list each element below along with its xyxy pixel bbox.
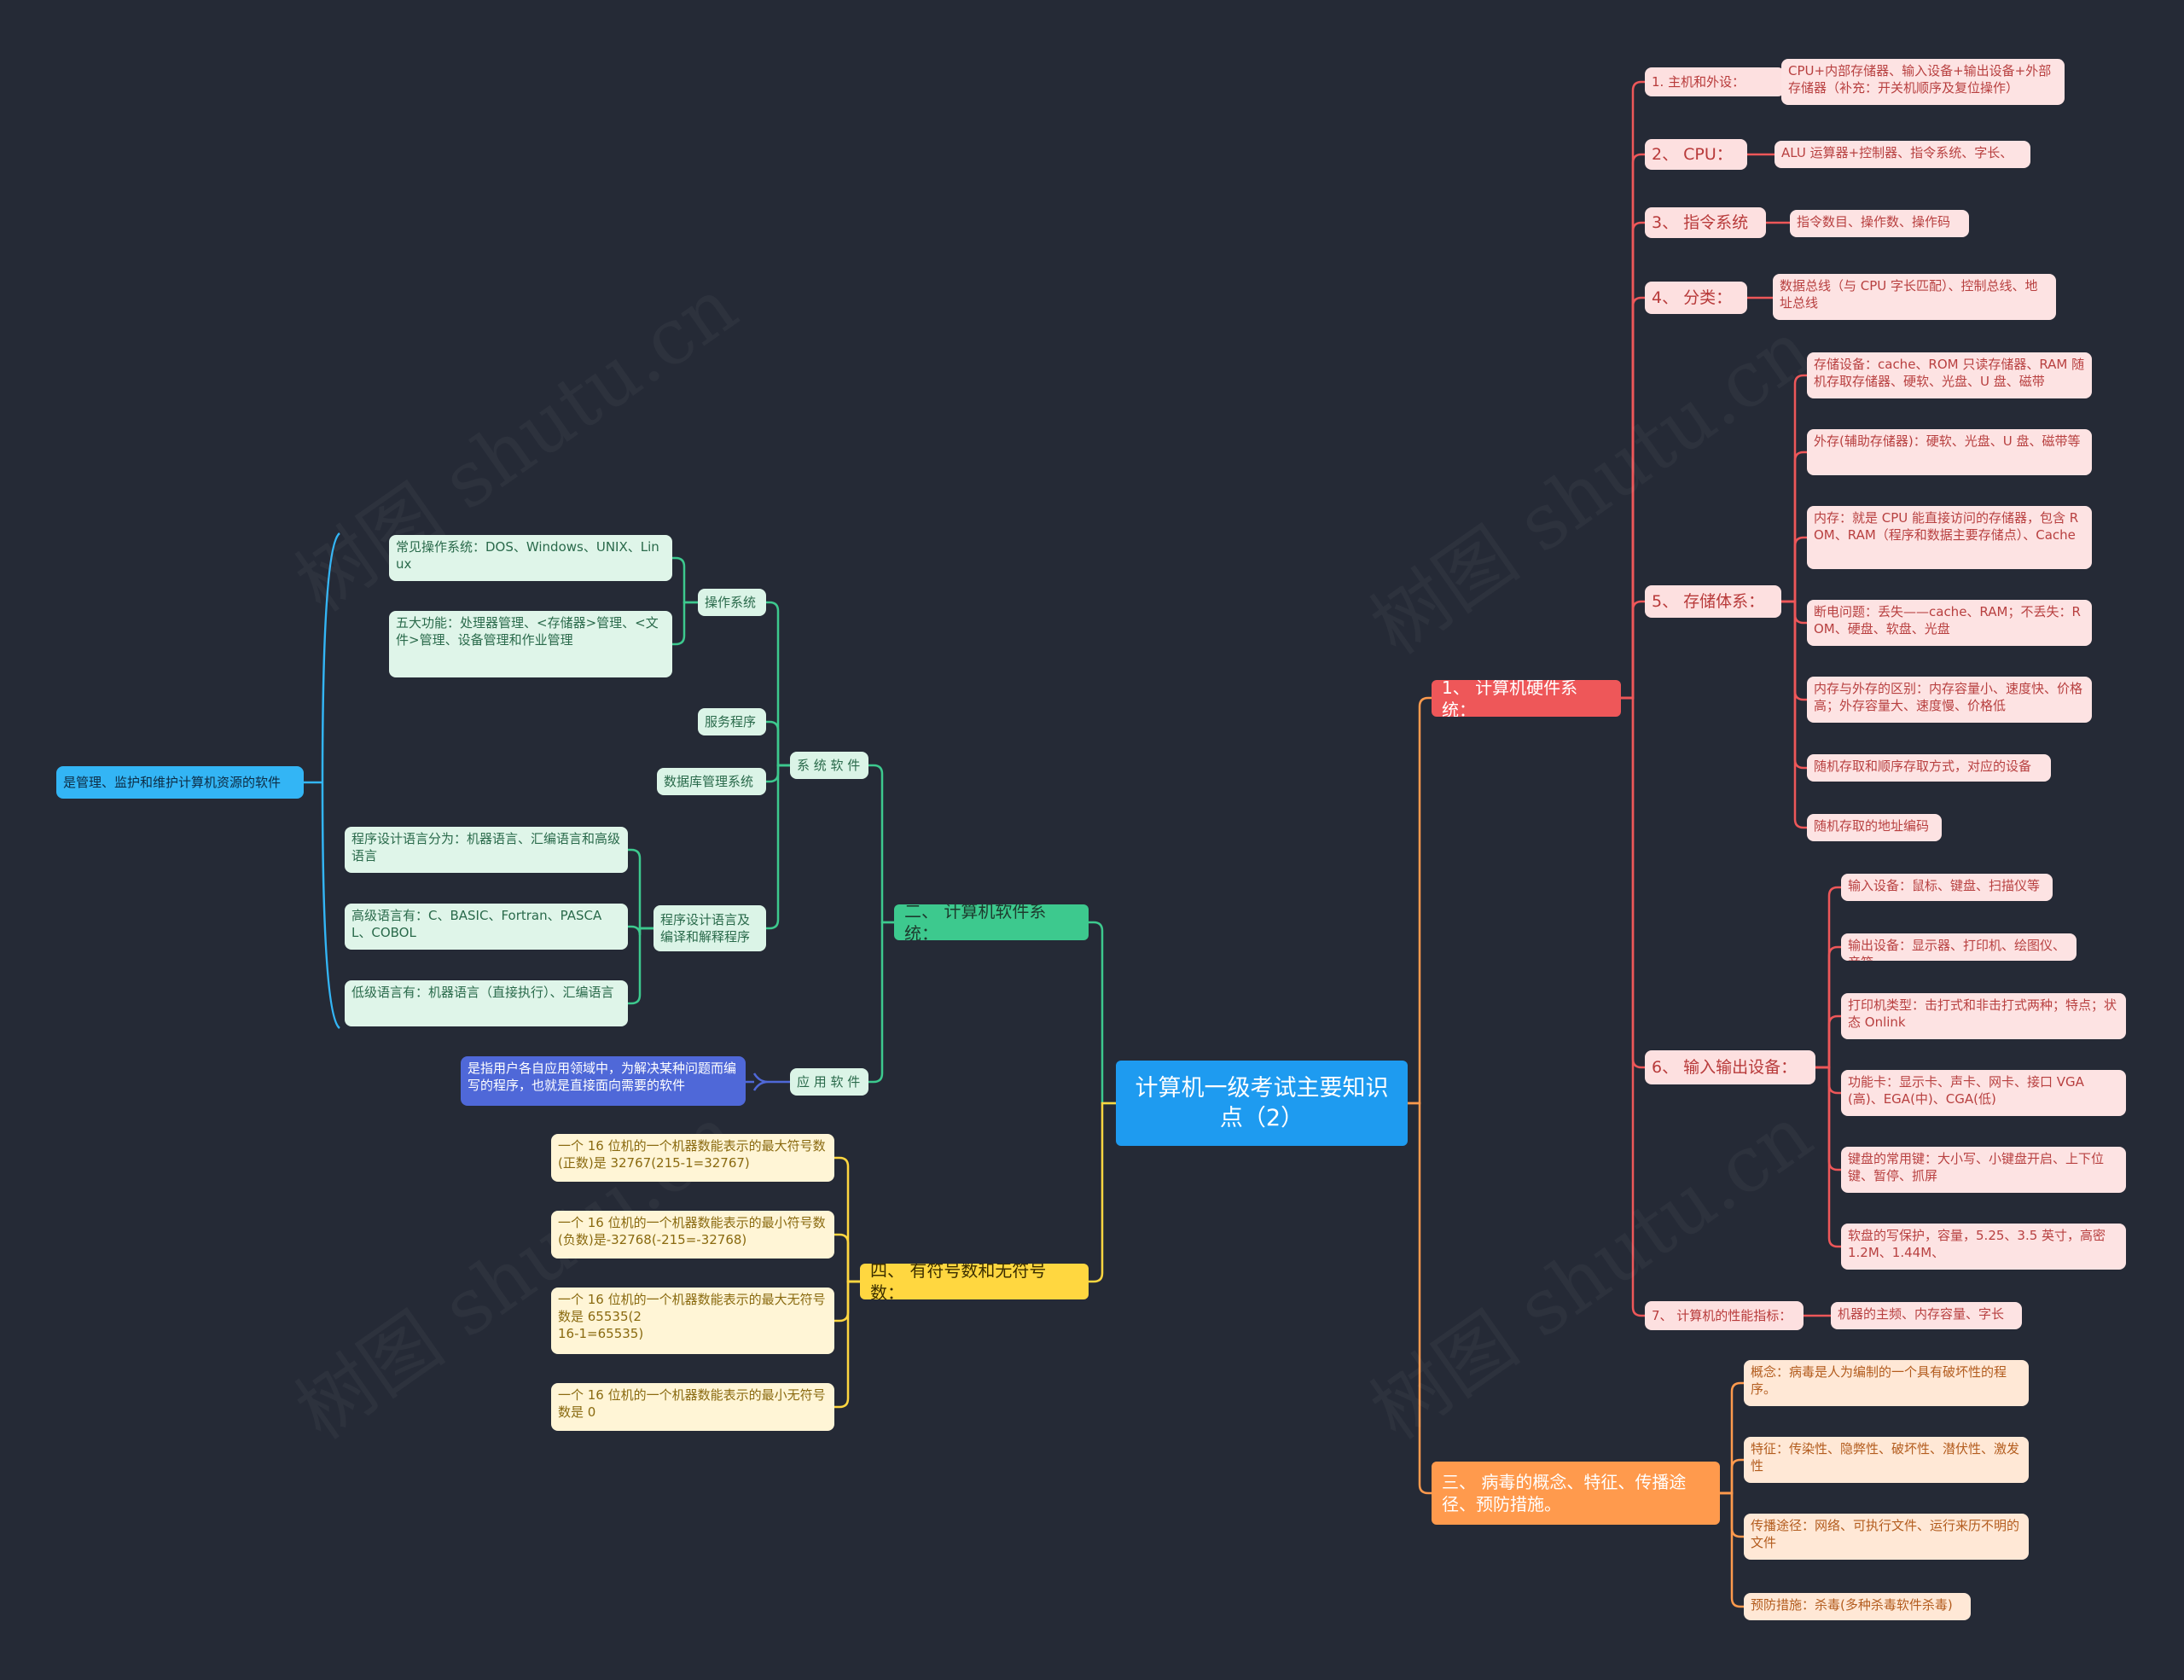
branch-software[interactable]: 二、 计算机软件系统： xyxy=(894,904,1089,940)
lang-leaf[interactable]: 低级语言有：机器语言（直接执行）、汇编语言 xyxy=(345,980,628,1026)
definition-bracket xyxy=(321,532,340,1029)
storage-leaf[interactable]: 内存：就是 CPU 能直接访问的存储器，包含 ROM、RAM（程序和数据主要存储… xyxy=(1807,506,2092,569)
io-connector xyxy=(1815,1066,1841,1248)
hw-instruction-set-detail[interactable]: 指令数目、操作数、操作码 xyxy=(1790,210,1969,237)
storage-leaf[interactable]: 随机存取的地址编码 xyxy=(1807,814,1942,841)
software-connector xyxy=(868,921,894,1084)
hardware-connector xyxy=(1621,696,1645,1317)
hardware-connector xyxy=(1621,296,1645,700)
io-leaf[interactable]: 软盘的写保护，容量，5.25、3.5 英寸，高密 1.2M、1.44M、 xyxy=(1841,1224,2126,1270)
hw-io-devices[interactable]: 6、 输入输出设备： xyxy=(1645,1050,1815,1084)
virus-leaf[interactable]: 预防措施：杀毒(多种杀毒软件杀毒) xyxy=(1744,1593,1971,1620)
storage-connector xyxy=(1781,536,1807,603)
root-topic[interactable]: 计算机一级考试主要知识点（2） xyxy=(1116,1061,1408,1146)
lang-leaf[interactable]: 高级语言有：C、BASIC、Fortran、PASCAL、COBOL xyxy=(345,904,628,950)
root-to-signed xyxy=(1089,1102,1116,1283)
branch-hardware[interactable]: 1、 计算机硬件系统： xyxy=(1432,680,1621,717)
io-connector xyxy=(1815,886,1841,1069)
hardware-connector xyxy=(1621,153,1645,700)
os-leaf[interactable]: 五大功能：处理器管理、<存储器>管理、<文 件>管理、设备管理和作业管理 xyxy=(389,611,672,677)
hw-host-peripherals-detail[interactable]: CPU+内部存储器、输入设备+输出设备+外部存储器（补充：开关机顺序及复位操作） xyxy=(1781,59,2065,105)
io-leaf[interactable]: 输入设备：鼠标、键盘、扫描仪等 xyxy=(1841,874,2053,901)
signed-connector xyxy=(834,1233,860,1283)
hw-performance[interactable]: 7、 计算机的性能指标： xyxy=(1645,1301,1804,1330)
os-connector xyxy=(672,601,698,646)
dbms[interactable]: 数据库管理系统 xyxy=(657,768,766,795)
storage-leaf[interactable]: 随机存取和顺序存取方式，对应的设备 xyxy=(1807,754,2051,782)
operating-system[interactable]: 操作系统 xyxy=(698,589,766,616)
storage-leaf[interactable]: 外存(辅助存储器)：硬软、光盘、U 盘、磁带等 xyxy=(1807,429,2092,475)
virus-connector xyxy=(1720,1381,1744,1495)
virus-connector xyxy=(1720,1458,1744,1495)
io-leaf[interactable]: 打印机类型：击打式和非击打式两种；特点；状态 Onlink xyxy=(1841,993,2126,1039)
application-software[interactable]: 应 用 软 件 xyxy=(790,1068,868,1096)
storage-connector xyxy=(1781,600,1807,829)
storage-connector xyxy=(1781,451,1807,603)
hw-bus-classification[interactable]: 4、 分类： xyxy=(1645,282,1747,314)
app-connector xyxy=(746,1073,790,1091)
virus-leaf[interactable]: 特征：传染性、隐弊性、破坏性、潜伏性、激发性 xyxy=(1744,1437,2029,1483)
programming-languages[interactable]: 程序设计语言及编译和解释程序 xyxy=(653,905,766,951)
system-software[interactable]: 系 统 软 件 xyxy=(790,752,868,779)
signed-leaf[interactable]: 一个 16 位机的一个机器数能表示的最小符号数(负数)是-32768(-215=… xyxy=(551,1211,834,1259)
service-programs[interactable]: 服务程序 xyxy=(698,708,766,735)
storage-leaf[interactable]: 断电问题：丢失——cache、RAM；不丢失：ROM、硬盘、软盘、光盘 xyxy=(1807,600,2092,646)
virus-leaf[interactable]: 传播途径：网络、可执行文件、运行来历不明的文件 xyxy=(1744,1514,2029,1560)
storage-leaf[interactable]: 内存与外存的区别：内存容量小、速度快、价格高；外存容量大、速度慢、价格低 xyxy=(1807,677,2092,723)
system-connector xyxy=(766,601,790,767)
os-connector xyxy=(672,556,698,604)
root-to-hardware xyxy=(1408,696,1432,1105)
io-leaf[interactable]: 功能卡：显示卡、声卡、网卡、接口 VGA(高)、EGA(中)、CGA(低) xyxy=(1841,1070,2126,1116)
branch-virus[interactable]: 三、 病毒的概念、特征、传播途径、预防措施。 xyxy=(1432,1462,1720,1525)
io-leaf[interactable]: 键盘的常用键：大小写、小键盘开启、上下位键、暂停、抓屏 xyxy=(1841,1147,2126,1193)
hardware-connector xyxy=(1621,600,1645,700)
lang-leaf[interactable]: 程序设计语言分为：机器语言、汇编语言和高级语言 xyxy=(345,827,628,873)
signed-connector xyxy=(834,1156,860,1283)
storage-connector xyxy=(1781,374,1807,603)
io-leaf[interactable]: 输出设备：显示器、打印机、绘图仪、音箱 xyxy=(1841,933,2077,961)
hw-instruction-set[interactable]: 3、 指令系统 xyxy=(1645,207,1766,238)
application-software-definition[interactable]: 是指用户各自应用领域中，为解决某种问题而编写的程序，也就是直接面向需要的软件 xyxy=(461,1056,746,1106)
os-leaf[interactable]: 常见操作系统：DOS、Windows、UNIX、Linux xyxy=(389,535,672,581)
signed-leaf[interactable]: 一个 16 位机的一个机器数能表示的最小无符号数是 0 xyxy=(551,1383,834,1431)
hardware-connector xyxy=(1621,221,1645,700)
io-connector xyxy=(1815,1014,1841,1069)
io-connector xyxy=(1815,945,1841,1069)
system-connector xyxy=(766,764,790,930)
lang-connector xyxy=(628,848,653,930)
software-connector xyxy=(868,764,894,924)
system-connector xyxy=(766,720,790,767)
storage-leaf[interactable]: 存储设备：cache、ROM 只读存储器、RAM 随机存取存储器、硬软、光盘、U… xyxy=(1807,352,2092,398)
signed-connector xyxy=(834,1280,860,1409)
hw-storage[interactable]: 5、 存储体系： xyxy=(1645,585,1781,618)
hw-cpu-detail[interactable]: ALU 运算器+控制器、指令系统、字长、 xyxy=(1774,141,2030,168)
branch-signed-numbers[interactable]: 四、 有符号数和无符号数： xyxy=(860,1264,1089,1299)
root-to-software xyxy=(1089,921,1116,1105)
hw-host-peripherals[interactable]: 1. 主机和外设： xyxy=(1645,67,1785,96)
hw-performance-detail[interactable]: 机器的主频、内存容量、字长 xyxy=(1831,1302,2022,1329)
signed-leaf[interactable]: 一个 16 位机的一个机器数能表示的最大无符号数是 65535(2 16-1=6… xyxy=(551,1288,834,1354)
lang-connector xyxy=(628,927,653,1005)
virus-leaf[interactable]: 概念：病毒是人为编制的一个具有破坏性的程序。 xyxy=(1744,1360,2029,1406)
signed-leaf[interactable]: 一个 16 位机的一个机器数能表示的最大符号数(正数)是 32767(215-1… xyxy=(551,1134,834,1182)
virus-connector xyxy=(1720,1491,1744,1608)
system-software-definition[interactable]: 是管理、监护和维护计算机资源的软件 xyxy=(56,766,304,799)
hw-cpu[interactable]: 2、 CPU： xyxy=(1645,139,1747,170)
hw-bus-classification-detail[interactable]: 数据总线（与 CPU 字长匹配）、控制总线、地址总线 xyxy=(1773,274,2056,320)
hardware-connector xyxy=(1621,80,1645,700)
root-to-virus xyxy=(1408,1102,1432,1495)
